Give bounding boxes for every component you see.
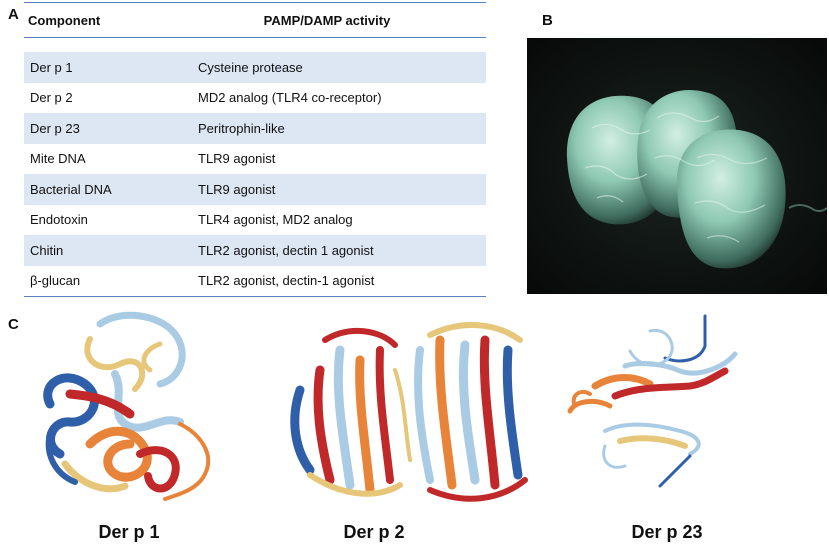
table-row: Der p 2 MD2 analog (TLR4 co-receptor): [24, 83, 486, 114]
cell-activity: TLR9 agonist: [198, 181, 276, 197]
cell-component: Chitin: [30, 242, 64, 258]
table-row: Mite DNA TLR9 agonist: [24, 144, 486, 175]
table-row: Der p 23 Peritrophin-like: [24, 113, 486, 144]
cell-component: Mite DNA: [30, 151, 86, 167]
cell-component: Bacterial DNA: [30, 181, 112, 197]
cell-activity: TLR2 agonist, dectin 1 agonist: [198, 242, 374, 258]
pamp-damp-table: Component PAMP/DAMP activity Der p 1 Cys…: [24, 2, 486, 297]
panel-label-c: C: [8, 316, 19, 333]
der-p23-structure-image: [567, 314, 738, 488]
der-p1-structure-image: [43, 311, 211, 501]
electron-micrograph-image: [527, 38, 827, 294]
table-header-rule: [24, 37, 486, 38]
table-row: β-glucan TLR2 agonist, dectin-1 agonist: [24, 266, 486, 297]
cell-component: Der p 23: [30, 120, 80, 136]
cell-activity: TLR2 agonist, dectin-1 agonist: [198, 273, 375, 289]
cell-activity: MD2 analog (TLR4 co-receptor): [198, 90, 382, 106]
table-row: Der p 1 Cysteine protease: [24, 52, 486, 83]
der-p1-caption: Der p 1: [98, 522, 160, 542]
table-row: Endotoxin TLR4 agonist, MD2 analog: [24, 205, 486, 236]
table-bottom-rule: [24, 296, 486, 297]
header-component: Component: [28, 12, 101, 28]
panel-label-a: A: [8, 6, 19, 23]
cell-component: Der p 2: [30, 90, 73, 106]
cell-activity: Cysteine protease: [198, 59, 303, 75]
table-header-row: Component PAMP/DAMP activity: [24, 3, 486, 37]
panel-label-b: B: [542, 12, 553, 29]
cell-activity: TLR9 agonist: [198, 151, 276, 167]
table-row: Chitin TLR2 agonist, dectin 1 agonist: [24, 235, 486, 266]
cell-activity: TLR4 agonist, MD2 analog: [198, 212, 353, 228]
table-top-rule: [24, 2, 486, 3]
cell-component: Endotoxin: [30, 212, 88, 228]
cell-activity: Peritrophin-like: [198, 120, 285, 136]
table-row: Bacterial DNA TLR9 agonist: [24, 174, 486, 205]
der-p2-caption: Der p 2: [343, 522, 405, 542]
cell-component: β-glucan: [30, 273, 81, 289]
cell-component: Der p 1: [30, 59, 73, 75]
header-activity: PAMP/DAMP activity: [263, 12, 391, 28]
der-p23-caption: Der p 23: [631, 522, 703, 542]
der-p2-structure-image: [290, 322, 528, 502]
